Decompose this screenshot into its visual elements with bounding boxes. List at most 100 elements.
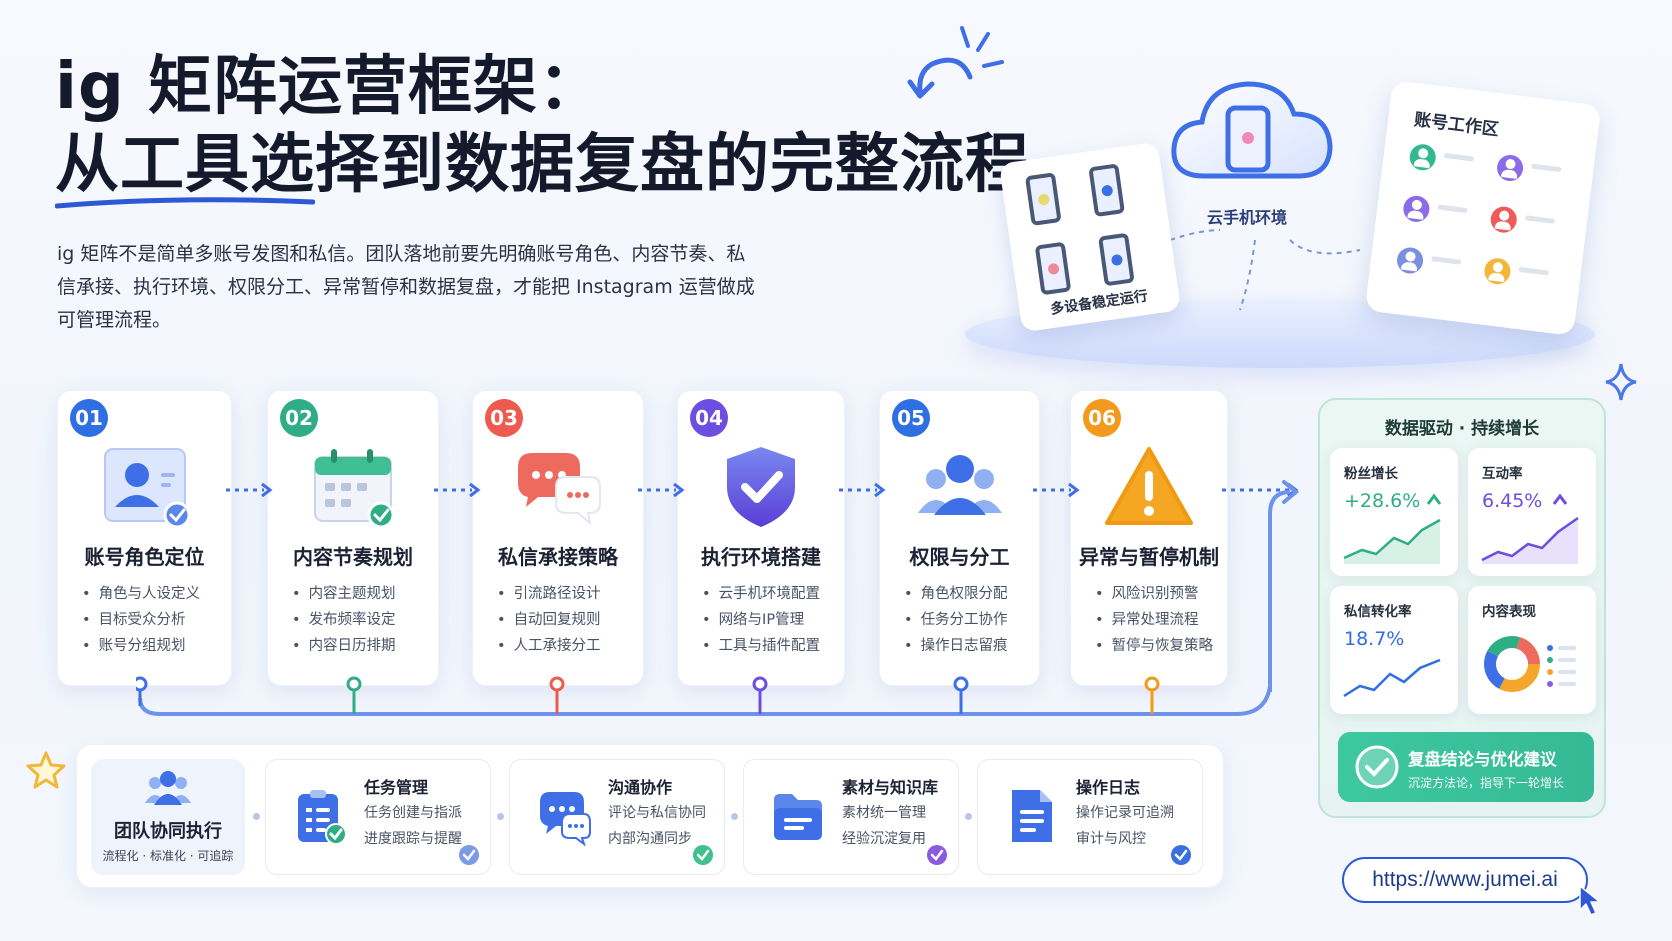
step-card-02: 02 内容节奏规划 内容主题规划 发布频率设定 内容日历排期 (267, 390, 439, 686)
step-number: 04 (690, 399, 728, 437)
cloud-label: 云手机环境 (1207, 208, 1288, 227)
warning-icon (1105, 447, 1193, 525)
step-item: 引流路径设计 (497, 581, 601, 607)
timeline-line (136, 676, 1272, 716)
team-subtitle: 流程化 · 标准化 · 可追踪 (102, 849, 234, 863)
step-title: 异常与暂停机制 (1079, 545, 1219, 569)
trend-sparkline (1343, 658, 1441, 698)
phone-icon (1034, 241, 1072, 296)
website-link[interactable]: https://www.jumei.ai (1342, 857, 1588, 903)
phone-icon (1024, 172, 1062, 226)
summary-subtitle: 沉淀方法论，指导下一轮增长 (1408, 776, 1565, 790)
shield-check-icon (727, 447, 795, 527)
avatar-icon (1395, 246, 1425, 275)
collaboration-band: 团队协同执行 流程化 · 标准化 · 可追踪 任务管理 任务创建与指派 进度跟踪… (76, 744, 1224, 888)
title-line-2: 从工具选择到数据复盘的完整流程 (55, 128, 1030, 202)
step-number: 06 (1083, 399, 1121, 437)
metric-card-content: 内容表现 (1468, 586, 1596, 714)
step-items: 角色与人设定义 目标受众分析 账号分组规划 (82, 581, 201, 659)
step-item: 内容主题规划 (292, 581, 396, 607)
step-number: 01 (70, 399, 108, 437)
cursor-icon (1579, 885, 1601, 916)
star-icon (26, 751, 66, 789)
collab-communication[interactable]: 沟通协作 评论与私信协同 内部沟通同步 (509, 759, 725, 875)
step-number: 03 (485, 399, 523, 437)
user-profile-icon (103, 448, 190, 529)
flow-arrow-icon (638, 482, 685, 498)
collab-line: 素材统一管理 (842, 805, 926, 821)
step-item: 角色权限分配 (904, 581, 1008, 607)
clipboard-icon (298, 790, 347, 845)
step-item: 异常处理流程 (1095, 607, 1213, 633)
avatar-icon (1482, 256, 1512, 286)
step-items: 引流路径设计 自动回复规则 人工承接分工 (497, 581, 601, 659)
avatar-icon (1408, 142, 1438, 172)
collab-task-management[interactable]: 任务管理 任务创建与指派 进度跟踪与提醒 (265, 759, 491, 875)
title-line-1: ig 矩阵运营框架： (55, 50, 604, 124)
metric-value: 6.45% (1482, 490, 1543, 512)
intro-paragraph: ig 矩阵不是简单多账号发图和私信。团队落地前要先明确账号角色、内容节奏、私信承… (57, 243, 755, 331)
connector-lines (1169, 229, 1361, 311)
step-item: 角色与人设定义 (82, 581, 201, 607)
metric-card-followers: 粉丝增长 +28.6% (1330, 448, 1458, 576)
collab-line: 经验沉淀复用 (842, 831, 926, 847)
collab-line: 操作记录可追溯 (1076, 805, 1174, 821)
step-card-04: 04 执行环境搭建 云手机环境配置 网络与IP管理 工具与插件配置 (677, 390, 845, 686)
step-item: 内容日历排期 (292, 633, 396, 659)
up-arrow-icon (1426, 493, 1442, 505)
check-icon (927, 845, 947, 865)
step-items: 内容主题规划 发布频率设定 内容日历排期 (292, 581, 396, 659)
collab-line: 进度跟踪与提醒 (364, 831, 462, 847)
collab-operation-log[interactable]: 操作日志 操作记录可追溯 审计与风控 (977, 759, 1203, 875)
check-icon (1171, 845, 1191, 865)
summary-title: 复盘结论与优化建议 (1408, 750, 1557, 769)
collab-line: 内部沟通同步 (608, 831, 692, 847)
step-number: 05 (892, 399, 930, 437)
metric-label: 粉丝增长 (1344, 466, 1398, 482)
flow-arrow-icon (434, 482, 481, 498)
step-title: 执行环境搭建 (701, 545, 821, 569)
avatar-icon (1489, 205, 1519, 235)
metric-card-engagement: 互动率 6.45% (1468, 448, 1596, 576)
metric-label: 私信转化率 (1344, 604, 1412, 620)
step-item: 工具与插件配置 (702, 633, 821, 659)
summary-banner[interactable]: 复盘结论与优化建议 沉淀方法论，指导下一轮增长 (1338, 732, 1594, 802)
metric-label: 内容表现 (1482, 604, 1536, 620)
collab-title: 沟通协作 (608, 778, 673, 797)
phone-icon (1098, 232, 1135, 287)
step-item: 任务分工协作 (904, 607, 1008, 633)
title-underline (55, 197, 315, 209)
step-items: 云手机环境配置 网络与IP管理 工具与插件配置 (702, 581, 821, 659)
metric-value: 18.7% (1344, 628, 1405, 650)
step-card-03: 03 私信承接策略 引流路径设计 自动回复规则 人工承接分工 (472, 390, 644, 686)
collab-line: 审计与风控 (1076, 831, 1146, 847)
chat-bubbles-icon (518, 453, 601, 526)
up-arrow-icon (1552, 493, 1568, 505)
workspace-title: 账号工作区 (1412, 110, 1500, 141)
step-item: 自动回复规则 (497, 607, 601, 633)
data-panel-title: 数据驱动 · 持续增长 (1384, 419, 1540, 439)
collab-title: 任务管理 (364, 778, 429, 797)
step-item: 暂停与恢复策略 (1095, 633, 1214, 659)
collab-title: 素材与知识库 (842, 778, 939, 797)
team-icon (145, 771, 191, 805)
avatar-icon (1495, 153, 1525, 183)
avatar-icon (1401, 194, 1431, 224)
step-item: 操作日志留痕 (904, 633, 1008, 659)
sparkle-icon (1605, 363, 1637, 401)
step-item: 风险识别预警 (1095, 581, 1213, 607)
collab-title: 操作日志 (1076, 778, 1141, 797)
step-card-01: 01 账号角色定位 角色与人设定义 目标受众分析 账号分组规划 (57, 390, 232, 686)
step-item: 目标受众分析 (82, 607, 200, 633)
check-icon (459, 845, 479, 865)
flow-arrow-icon (1033, 482, 1080, 498)
workspace-card: 账号工作区 (1364, 80, 1602, 336)
trend-sparkline (1481, 516, 1579, 564)
donut-chart (1484, 636, 1576, 692)
page-title: ig 矩阵运营框架： 从工具选择到数据复盘的完整流程 (55, 48, 1030, 204)
collab-assets-knowledge[interactable]: 素材与知识库 素材统一管理 经验沉淀复用 (743, 759, 959, 875)
metric-value: +28.6% (1344, 490, 1421, 512)
step-title: 内容节奏规划 (293, 545, 413, 569)
step-item: 人工承接分工 (497, 633, 601, 659)
step-title: 权限与分工 (909, 545, 1010, 569)
